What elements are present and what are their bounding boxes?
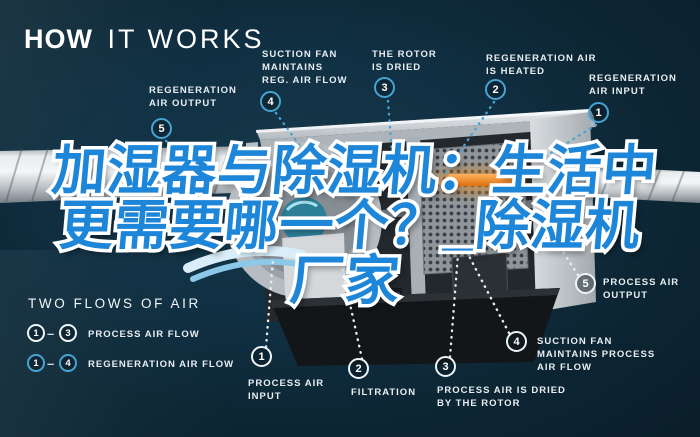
callout-badge-regen-3: 3 xyxy=(374,77,395,98)
callout-badge-process-3: 3 xyxy=(435,356,456,377)
legend-badge-regen-to: 4 xyxy=(59,354,77,372)
headline-line-3: 厂家 厂家 xyxy=(0,248,698,315)
page-title-light: IT WORKS xyxy=(107,24,265,54)
callout-badge-regen-1: 1 xyxy=(588,102,609,123)
regeneration-flow-lines xyxy=(164,99,598,174)
legend-title: TWO FLOWS OF AIR xyxy=(28,296,201,311)
callout-label-process-air-dried: PROCESS AIR IS DRIED BY THE ROTOR xyxy=(437,385,566,410)
left-duct xyxy=(0,142,258,203)
light-streak-bottom-left xyxy=(0,250,300,437)
callout-badge-process-1: 1 xyxy=(251,346,272,367)
machine-body xyxy=(226,109,596,366)
light-streak-top-left xyxy=(0,0,300,170)
machine-base xyxy=(270,288,560,366)
legend-label-regen-air-flow: REGENERATION AIR FLOW xyxy=(88,359,235,370)
page-title: HOW IT WORKS xyxy=(24,24,265,55)
heater-element xyxy=(446,174,512,186)
callout-badge-regen-2: 2 xyxy=(485,79,506,100)
callout-badge-regen-4: 4 xyxy=(260,91,281,112)
callout-label-regen-air-input: REGENERATION AIR INPUT xyxy=(589,73,677,98)
headline-line-2: 更需要哪一个？_除湿机 更需要哪一个？_除湿机 xyxy=(0,193,700,260)
headline-line-3-fill: 厂家 xyxy=(287,251,403,311)
callout-badge-process-2: 2 xyxy=(348,358,369,379)
legend-badge-process-from: 1 xyxy=(27,324,45,342)
callout-badge-process-4: 4 xyxy=(506,331,527,352)
headline-line-1: 加湿器与除湿机：生活中 加湿器与除湿机：生活中 xyxy=(2,138,700,205)
right-duct xyxy=(584,162,700,203)
callout-label-regen-air-heated: REGENERATION AIR IS HEATED xyxy=(486,53,597,78)
callout-label-rotor-dried: THE ROTOR IS DRIED xyxy=(372,49,437,74)
swoosh xyxy=(183,245,307,282)
headline-line-2-fill: 更需要哪一个？_除湿机 xyxy=(56,196,644,256)
callout-label-filtration: FILTRATION xyxy=(351,387,417,398)
process-flow-lines xyxy=(264,239,580,361)
legend-badge-process-to: 3 xyxy=(59,324,77,342)
page-title-bold: HOW xyxy=(24,24,93,54)
callout-badge-regen-5: 5 xyxy=(151,118,172,139)
callout-label-suction-fan-process: SUCTION FAN MAINTAINS PROCESS AIR FLOW xyxy=(537,336,656,374)
callout-label-suction-fan-reg: SUCTION FAN MAINTAINS REG. AIR FLOW xyxy=(262,49,348,87)
callout-badge-process-5: 5 xyxy=(575,273,596,294)
legend-dash: – xyxy=(47,356,55,371)
callout-label-regen-air-output: REGENERATION AIR OUTPUT xyxy=(149,85,237,110)
flow-lines xyxy=(164,99,598,361)
legend-label-process-air-flow: PROCESS AIR FLOW xyxy=(88,329,200,340)
legend-dash: – xyxy=(47,326,55,341)
legend-badge-regen-from: 1 xyxy=(27,354,45,372)
callout-label-process-air-output: PROCESS AIR OUTPUT xyxy=(603,277,680,302)
headline-overlay: 加湿器与除湿机：生活中 加湿器与除湿机：生活中 更需要哪一个？_除湿机 更需要哪… xyxy=(0,138,700,315)
headline-line-1-fill: 加湿器与除湿机：生活中 xyxy=(49,141,660,201)
callout-label-process-air-input: PROCESS AIR INPUT xyxy=(248,378,325,403)
